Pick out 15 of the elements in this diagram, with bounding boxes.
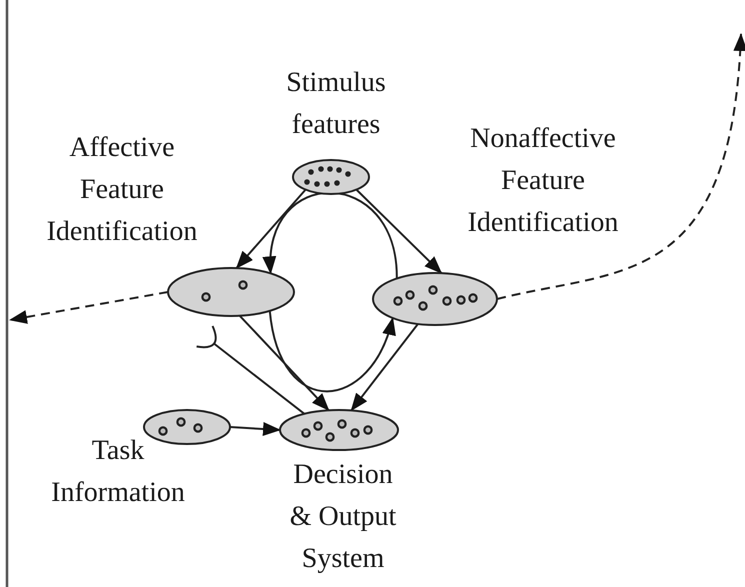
arrow [230, 422, 281, 436]
dashed-arrow [496, 33, 745, 300]
dashed-arrow [9, 291, 168, 324]
node-label: Stimulus features [285, 66, 387, 142]
arrow [356, 188, 442, 274]
arrow [268, 310, 394, 392]
node-label: Decision & Output System [288, 458, 398, 576]
inhibitory-connector [196, 325, 305, 415]
arrow [350, 323, 419, 412]
arrow [264, 192, 398, 279]
arrow [239, 315, 330, 412]
arrow [236, 188, 306, 269]
node-label: Affective Feature Identification [46, 131, 198, 249]
node-label: Task Information [50, 434, 186, 510]
node-label: Nonaffective Feature Identification [466, 122, 620, 240]
